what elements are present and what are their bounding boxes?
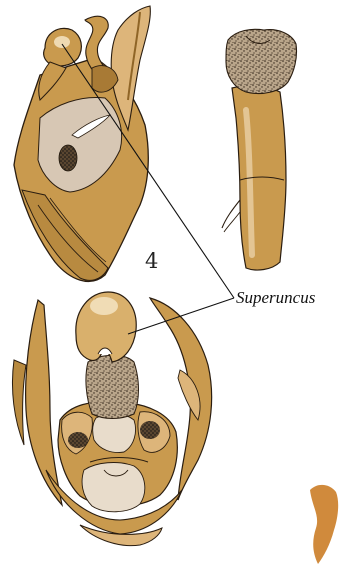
superuncus-ventral-highlight — [90, 297, 118, 315]
left-stipple-patch — [68, 432, 88, 448]
aedeagus-apex — [226, 29, 297, 93]
juxta-lower — [82, 463, 145, 512]
dark-spot — [59, 145, 77, 171]
aedeagus-spine — [222, 200, 240, 228]
ventral-view-genitalia — [12, 292, 211, 546]
partial-structure-cropped — [310, 485, 338, 564]
left-valva-ventral — [26, 300, 62, 505]
aedeagus-spine-2 — [224, 212, 240, 232]
right-stipple-patch — [140, 421, 160, 439]
superuncus-label: Superuncus — [236, 288, 316, 307]
stippled-band — [86, 355, 139, 418]
superuncus-highlight — [54, 36, 70, 48]
aedeagus — [222, 29, 297, 270]
figure-number: 4 — [145, 249, 158, 273]
aedeagus-shaft — [232, 86, 286, 270]
left-valva-inner — [12, 360, 26, 445]
